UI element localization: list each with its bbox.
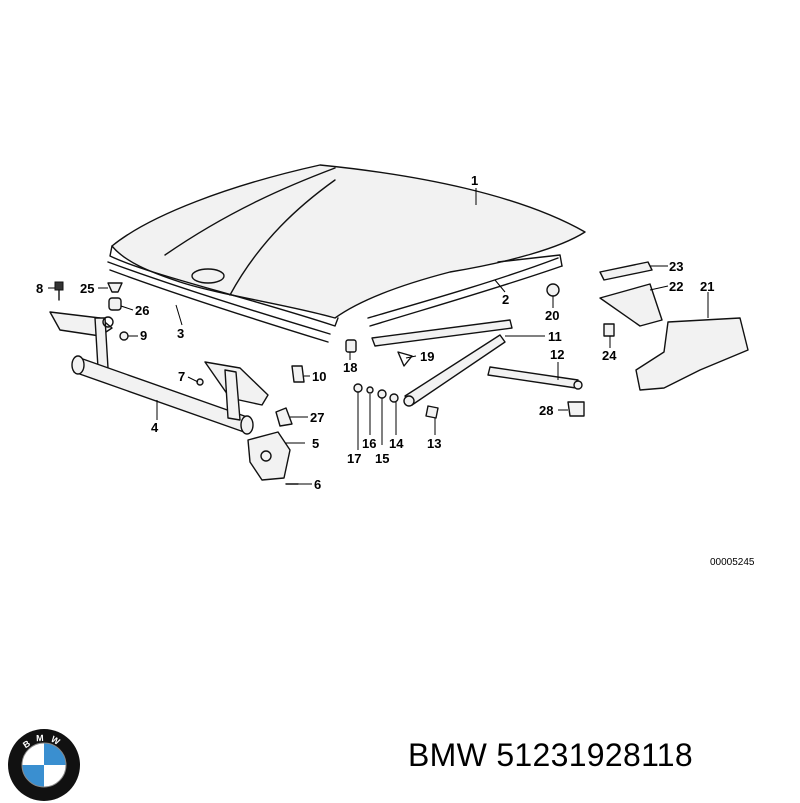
- callout-10: 10: [312, 369, 326, 384]
- support-rod: [71, 355, 254, 435]
- callout-1: 1: [471, 173, 478, 188]
- callout-3: 3: [177, 326, 184, 341]
- callout-12: 12: [550, 347, 564, 362]
- small-fasteners-left: [54, 281, 204, 386]
- callout-22: 22: [669, 279, 683, 294]
- callout-25: 25: [80, 281, 94, 296]
- callout-11: 11: [548, 329, 562, 344]
- prop-stay: [371, 319, 513, 407]
- callout-27: 27: [310, 410, 324, 425]
- callout-14: 14: [389, 436, 404, 451]
- callout-20: 20: [545, 308, 559, 323]
- brand-name: BMW: [408, 737, 488, 773]
- rear-seal: [367, 254, 563, 327]
- callout-6: 6: [314, 477, 321, 492]
- right-hinge: [546, 261, 749, 417]
- front-seal: [107, 261, 331, 343]
- callout-26: 26: [135, 303, 149, 318]
- callout-16: 16: [362, 436, 376, 451]
- gas-spring: [487, 366, 583, 390]
- callout-18: 18: [343, 360, 357, 375]
- callout-19: 19: [420, 349, 434, 364]
- hood-lock: [247, 365, 305, 485]
- callout-28: 28: [539, 403, 553, 418]
- callout-labels: 1 2 3 4 5 6 7 8 9 10 11 12 13 14 15 16 1…: [36, 173, 755, 568]
- callout-9: 9: [140, 328, 147, 343]
- reference-code: 00005245: [710, 557, 755, 568]
- callout-15: 15: [375, 451, 389, 466]
- callout-13: 13: [427, 436, 441, 451]
- part-number: 51231928118: [496, 737, 694, 773]
- callout-7: 7: [178, 369, 185, 384]
- small-fasteners-center: [345, 339, 439, 419]
- callout-23: 23: [669, 259, 683, 274]
- hood-panel: [109, 164, 586, 327]
- callout-5: 5: [312, 436, 319, 451]
- callout-21: 21: [700, 279, 714, 294]
- callout-4: 4: [151, 420, 159, 435]
- callout-2: 2: [502, 292, 509, 307]
- callout-17: 17: [347, 451, 361, 466]
- part-caption: BMW 51231928118: [408, 737, 693, 774]
- leader-lines: [48, 188, 709, 485]
- center-bracket: [204, 361, 269, 421]
- callout-8: 8: [36, 281, 43, 296]
- callout-24: 24: [602, 348, 617, 363]
- bmw-logo-icon: BMW: [8, 729, 80, 801]
